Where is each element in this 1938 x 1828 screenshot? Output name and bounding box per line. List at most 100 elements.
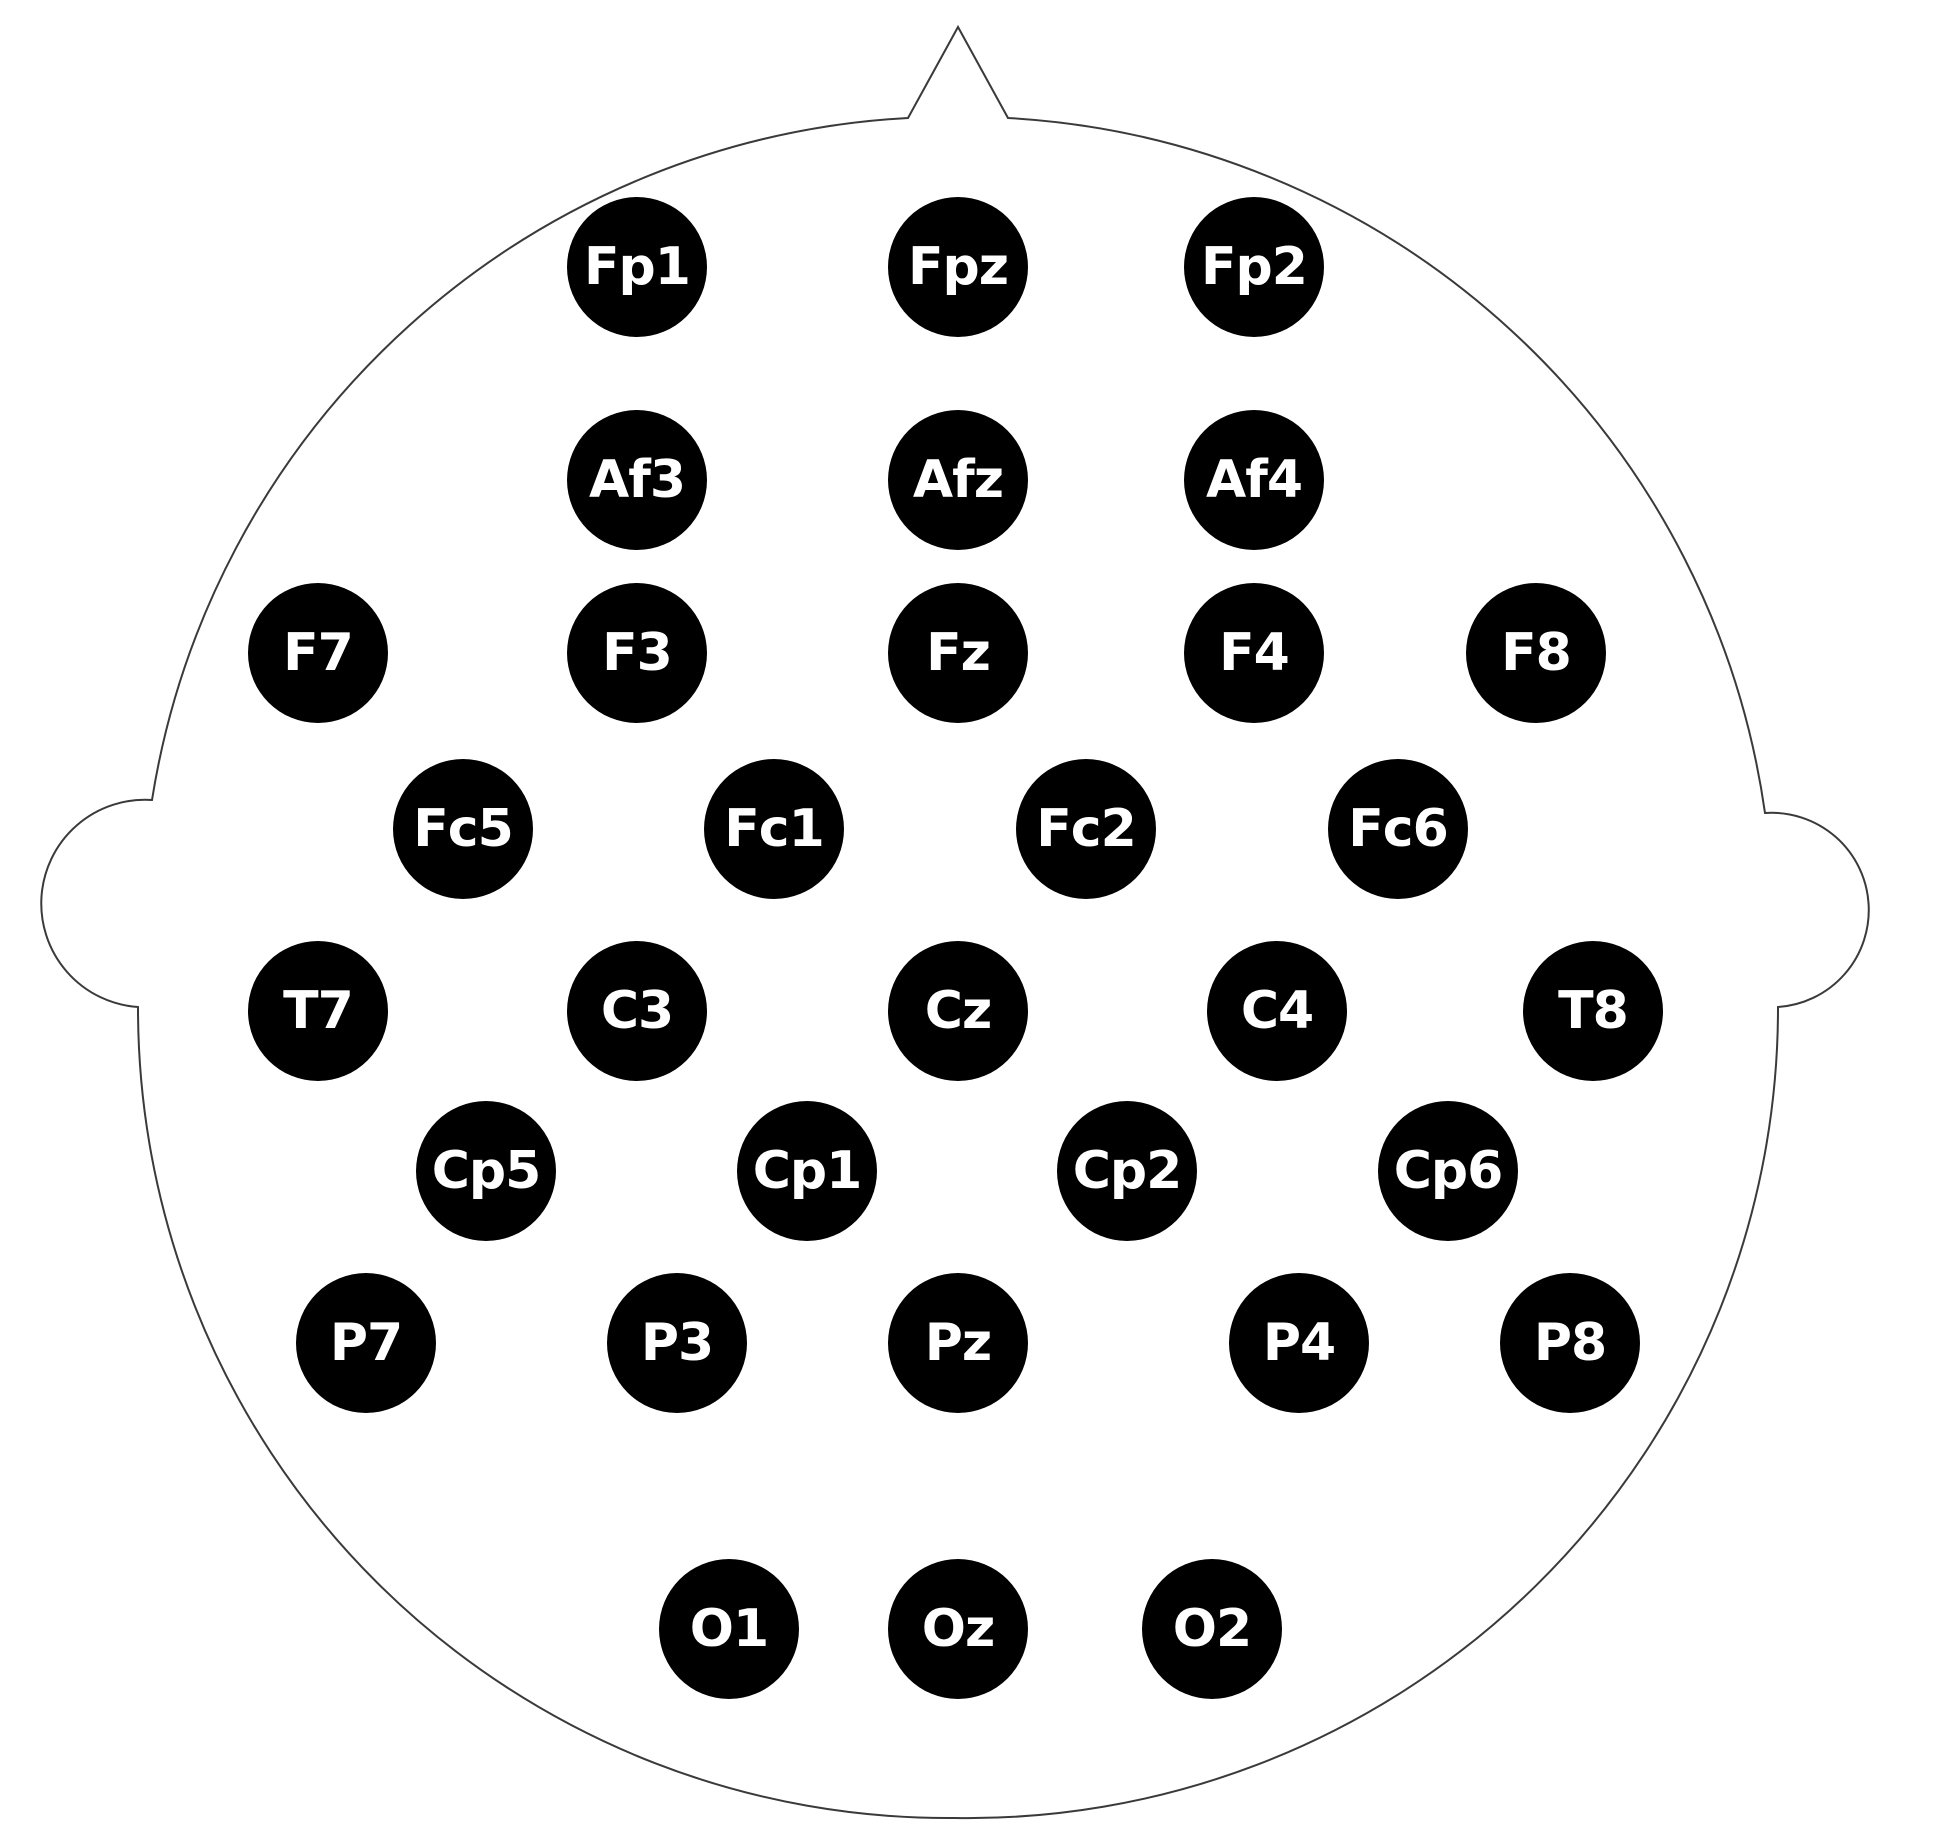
electrode-f4: F4	[1184, 583, 1324, 723]
electrode-label: Cz	[925, 981, 991, 1041]
electrode-fc2: Fc2	[1016, 759, 1156, 899]
electrode-o1: O1	[659, 1559, 799, 1699]
electrode-t8: T8	[1523, 941, 1663, 1081]
electrode-label: Fz	[926, 623, 990, 683]
electrode-dot	[567, 197, 707, 337]
electrode-dot	[888, 583, 1028, 723]
electrode-label: F3	[602, 623, 672, 683]
electrode-label: Pz	[925, 1313, 991, 1373]
electrode-fc6: Fc6	[1328, 759, 1468, 899]
electrode-cp2: Cp2	[1057, 1101, 1197, 1241]
electrode-f7: F7	[248, 583, 388, 723]
electrode-dot	[1057, 1101, 1197, 1241]
electrode-fc1: Fc1	[704, 759, 844, 899]
electrode-dot	[704, 759, 844, 899]
electrode-p3: P3	[607, 1273, 747, 1413]
electrode-dot	[567, 583, 707, 723]
electrode-dot	[1207, 941, 1347, 1081]
electrode-label: O2	[1173, 1599, 1251, 1659]
electrode-label: Oz	[922, 1599, 994, 1659]
electrode-dot	[1523, 941, 1663, 1081]
electrode-cz: Cz	[888, 941, 1028, 1081]
electrode-dot	[1466, 583, 1606, 723]
electrode-p7: P7	[296, 1273, 436, 1413]
electrode-dot	[248, 941, 388, 1081]
electrode-dot	[1184, 583, 1324, 723]
electrode-c4: C4	[1207, 941, 1347, 1081]
electrode-label: Fc6	[1348, 799, 1448, 859]
electrode-label: Cp1	[753, 1141, 862, 1201]
electrode-label: Fp2	[1201, 237, 1307, 297]
electrode-afz: Afz	[888, 410, 1028, 550]
electrode-dot	[737, 1101, 877, 1241]
electrode-label: Cp6	[1394, 1141, 1503, 1201]
electrode-dot	[296, 1273, 436, 1413]
electrode-dot	[416, 1101, 556, 1241]
electrode-dot	[1142, 1559, 1282, 1699]
electrode-f8: F8	[1466, 583, 1606, 723]
electrode-dot	[659, 1559, 799, 1699]
electrode-dot	[888, 941, 1028, 1081]
electrode-dot	[1378, 1101, 1518, 1241]
electrode-dot	[888, 410, 1028, 550]
electrode-label: F7	[283, 623, 353, 683]
electrode-p8: P8	[1500, 1273, 1640, 1413]
electrode-label: Af3	[589, 450, 685, 510]
electrode-label: Fc2	[1036, 799, 1136, 859]
electrode-label: P7	[330, 1313, 402, 1373]
electrode-oz: Oz	[888, 1559, 1028, 1699]
electrode-label: Cp2	[1073, 1141, 1182, 1201]
electrode-o2: O2	[1142, 1559, 1282, 1699]
electrode-dot	[1184, 410, 1324, 550]
electrode-fc5: Fc5	[393, 759, 533, 899]
electrode-label: Af4	[1206, 450, 1302, 510]
electrode-dot	[567, 941, 707, 1081]
electrode-label: C3	[601, 981, 673, 1041]
electrode-fp2: Fp2	[1184, 197, 1324, 337]
electrode-label: T8	[1558, 981, 1628, 1041]
electrode-dot	[607, 1273, 747, 1413]
electrode-pz: Pz	[888, 1273, 1028, 1413]
electrode-label: T7	[283, 981, 353, 1041]
electrode-p4: P4	[1229, 1273, 1369, 1413]
electrode-cp6: Cp6	[1378, 1101, 1518, 1241]
electrode-t7: T7	[248, 941, 388, 1081]
electrode-dot	[248, 583, 388, 723]
electrode-label: F4	[1219, 623, 1289, 683]
electrode-fz: Fz	[888, 583, 1028, 723]
electrode-label: Fpz	[908, 237, 1008, 297]
electrode-label: Fc5	[413, 799, 513, 859]
electrode-f3: F3	[567, 583, 707, 723]
electrode-dot	[1500, 1273, 1640, 1413]
electrode-dot	[1229, 1273, 1369, 1413]
electrode-label: P8	[1534, 1313, 1606, 1373]
electrode-dot	[567, 410, 707, 550]
electrode-label: F8	[1501, 623, 1571, 683]
electrode-label: P3	[641, 1313, 713, 1373]
electrode-dot	[888, 197, 1028, 337]
electrode-c3: C3	[567, 941, 707, 1081]
electrode-label: Fc1	[724, 799, 824, 859]
electrode-af4: Af4	[1184, 410, 1324, 550]
head-outline	[40, 24, 1870, 1820]
electrode-dot	[1328, 759, 1468, 899]
electrode-dot	[1016, 759, 1156, 899]
electrode-label: Fp1	[584, 237, 690, 297]
electrode-fp1: Fp1	[567, 197, 707, 337]
electrode-dot	[393, 759, 533, 899]
electrode-cp1: Cp1	[737, 1101, 877, 1241]
electrode-af3: Af3	[567, 410, 707, 550]
electrode-fpz: Fpz	[888, 197, 1028, 337]
electrode-cp5: Cp5	[416, 1101, 556, 1241]
electrode-dot	[888, 1559, 1028, 1699]
head-group	[40, 24, 1870, 1820]
electrode-label: C4	[1241, 981, 1313, 1041]
electrode-label: Afz	[913, 450, 1003, 510]
electrode-dot	[888, 1273, 1028, 1413]
electrode-label: O1	[690, 1599, 768, 1659]
electrode-label: P4	[1263, 1313, 1335, 1373]
electrode-dot	[1184, 197, 1324, 337]
electrode-label: Cp5	[432, 1141, 541, 1201]
